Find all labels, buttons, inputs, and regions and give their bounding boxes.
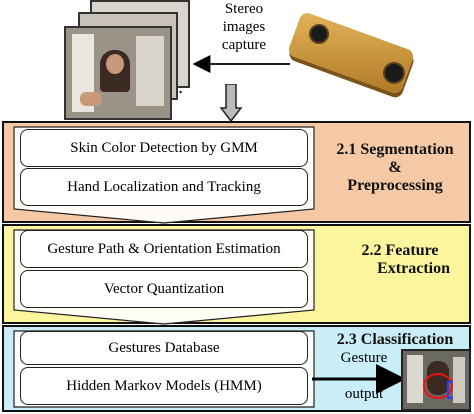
- down-arrow-icon: [220, 84, 242, 122]
- step-skin-color-detection-label: Skin Color Detection by GMM: [70, 139, 258, 156]
- step-hand-localization: Hand Localization and Tracking: [20, 168, 308, 206]
- step-gestures-database: Gestures Database: [20, 331, 308, 365]
- stage-feature-extraction: Gesture Path & Orientation Estimation Ve…: [2, 224, 471, 325]
- capture-label-line2: images: [222, 19, 266, 35]
- step-hmm-label: Hidden Markov Models (HMM): [66, 377, 262, 394]
- output-arrow-layer: [312, 364, 406, 394]
- step-vector-quantization: Vector Quantization: [20, 270, 308, 308]
- stereo-camera-icon: [283, 10, 418, 96]
- stage2-label: 2.2 Feature Extraction: [330, 242, 470, 278]
- step-hand-localization-label: Hand Localization and Tracking: [67, 178, 261, 195]
- output-label-line2: output: [344, 386, 384, 402]
- step-vector-quantization-label: Vector Quantization: [103, 280, 225, 297]
- step-hmm: Hidden Markov Models (HMM): [20, 367, 308, 405]
- capture-label-line3: capture: [221, 37, 267, 53]
- output-label: Gesture output: [334, 349, 394, 403]
- stage-segmentation: Skin Color Detection by GMM Hand Localiz…: [2, 121, 471, 224]
- stage2-label-line1: 2.2 Feature: [361, 242, 439, 259]
- stage3-label: 2.3 Classification: [320, 331, 470, 349]
- stage2-label-line2: Extraction: [377, 260, 450, 277]
- stage3-label-line1: 2.3 Classification: [336, 331, 454, 348]
- stage-classification: Gestures Database Hidden Markov Models (…: [2, 325, 471, 412]
- step-gesture-path: Gesture Path & Orientation Estimation: [20, 230, 308, 268]
- image-frames-icon: [60, 0, 200, 130]
- capture-label: Stereo images capture: [204, 0, 284, 54]
- step-skin-color-detection: Skin Color Detection by GMM: [20, 129, 308, 167]
- output-label-line1: Gesture: [340, 350, 388, 366]
- stage1-label-line2: &: [388, 159, 402, 176]
- stage1-label-line3: Preprocessing: [347, 177, 443, 194]
- step-gesture-path-label: Gesture Path & Orientation Estimation: [47, 240, 281, 257]
- output-image-icon: [401, 349, 471, 411]
- step-gestures-database-label: Gestures Database: [108, 339, 220, 356]
- capture-label-line1: Stereo: [224, 1, 264, 17]
- stage1-label: 2.1 Segmentation & Preprocessing: [320, 141, 470, 195]
- stage1-label-line1: 2.1 Segmentation: [336, 141, 454, 158]
